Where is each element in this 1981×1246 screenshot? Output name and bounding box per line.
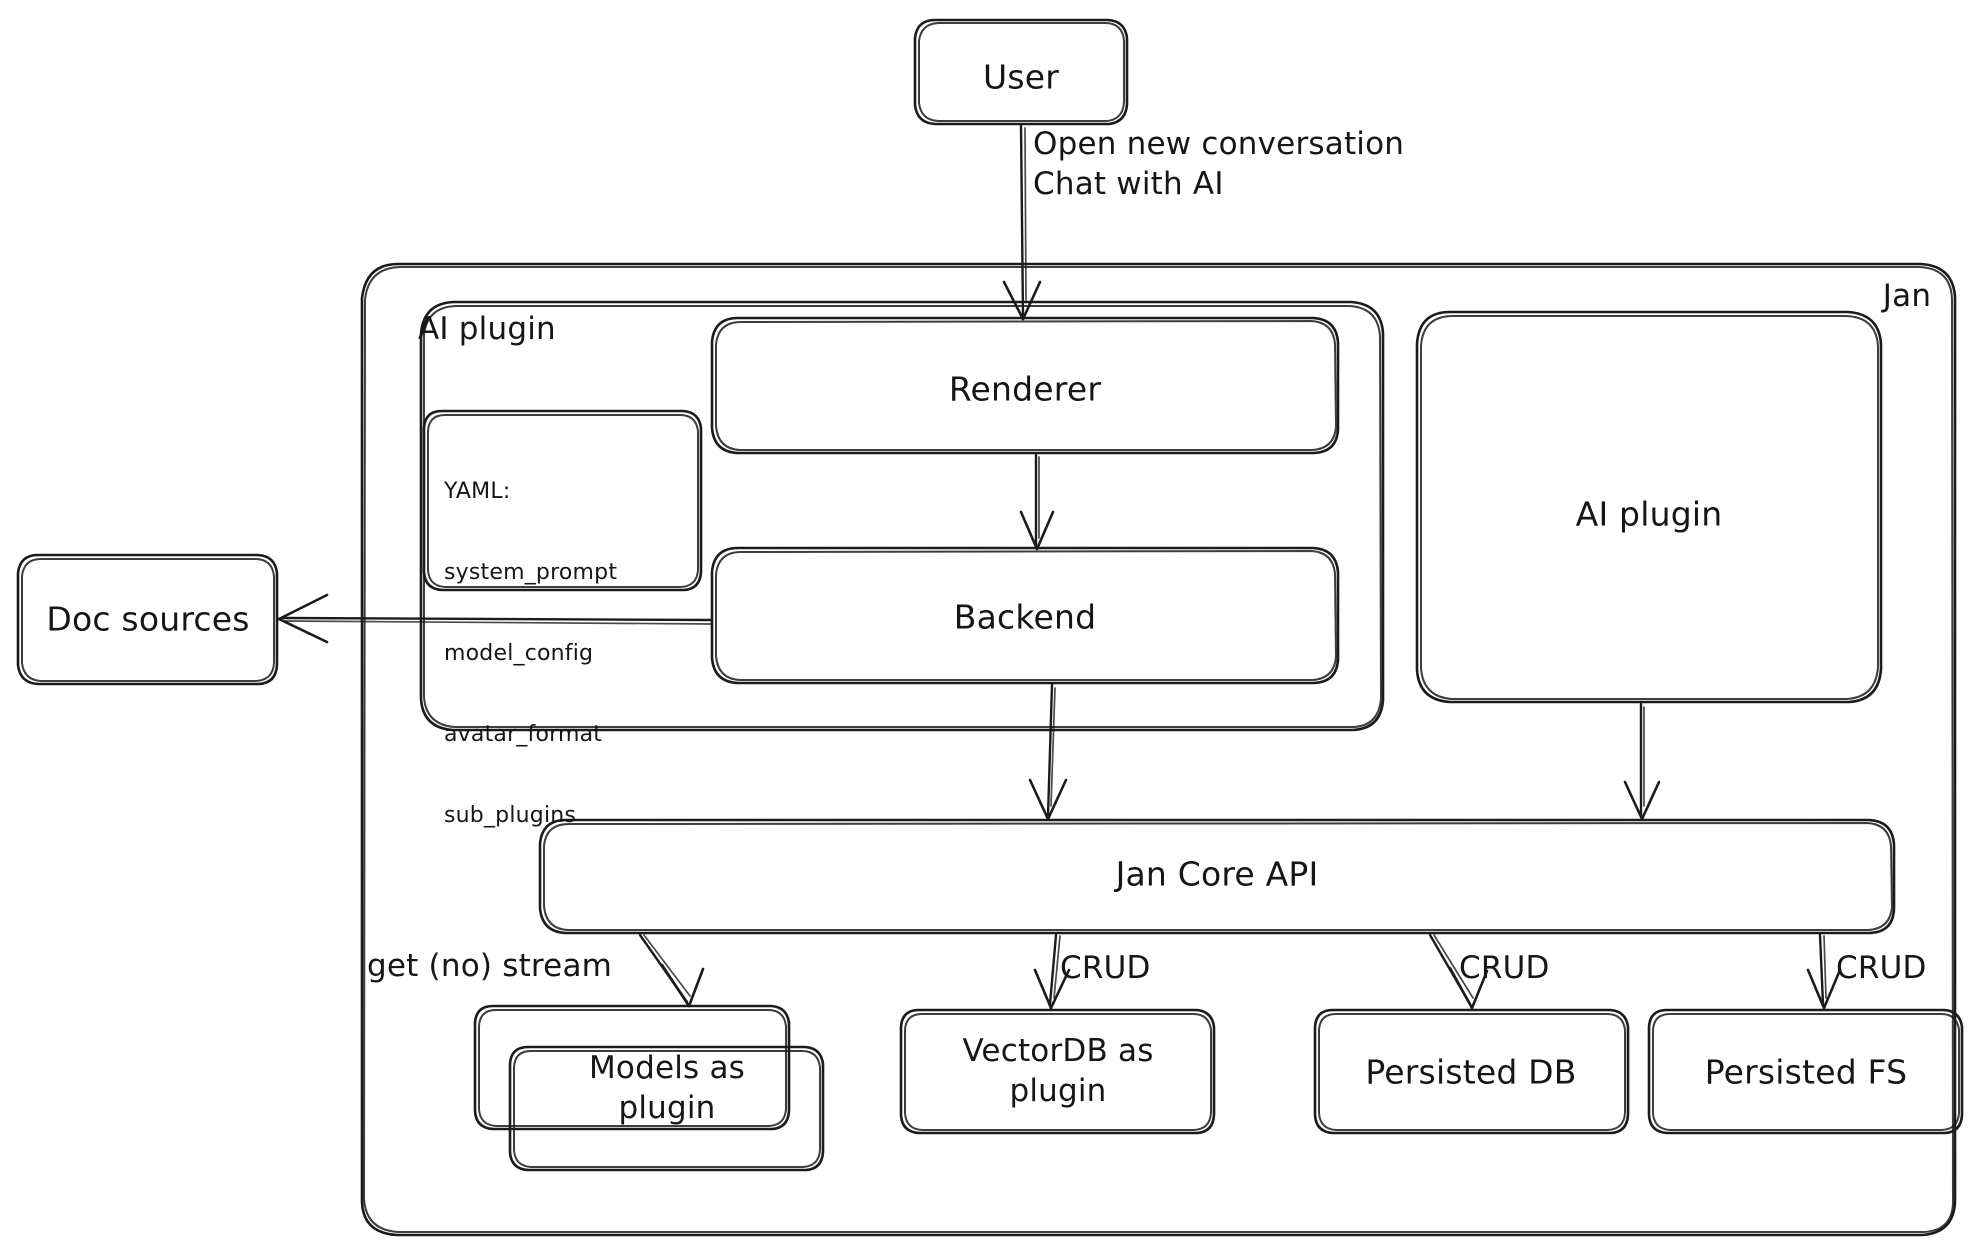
node-vectordb-plugin-shape[interactable] (899, 1008, 1216, 1135)
node-label-jan-core-api: Jan Core API (1115, 854, 1319, 894)
node-label-renderer: Renderer (948, 369, 1102, 409)
node-persisted-db-shape[interactable] (1313, 1008, 1630, 1135)
yaml-card-key-1: model_config (444, 641, 594, 666)
node-jan-core-api-shape[interactable] (538, 818, 1896, 935)
node-persisted-fs-shape[interactable] (1647, 1008, 1964, 1135)
edge-user-to-renderer (1002, 124, 1042, 321)
yaml-card-key-3: sub_plugins (444, 803, 577, 828)
edge-core-to-models-plugin (638, 933, 705, 1008)
node-label-doc-sources: Doc sources (46, 599, 250, 639)
group-label-ai-plugin: AI plugin (418, 311, 556, 347)
node-label-backend: Backend (953, 597, 1097, 637)
yaml-card-key-2: avatar_format (444, 722, 603, 747)
edge-label-open-new-conversation: Open new conversation Chat with AI (1033, 126, 1405, 202)
node-user-shape[interactable] (913, 18, 1129, 126)
node-label-vectordb-plugin: VectorDB as plugin (962, 1033, 1154, 1109)
edge-ai-plugin-to-jan-core-api (1623, 702, 1661, 821)
group-ai-plugin-outline (419, 300, 1385, 732)
edge-backend-to-doc-sources (277, 593, 714, 644)
yaml-card-heading: YAML: (444, 479, 511, 504)
group-label-jan: Jan (1882, 278, 1932, 314)
node-label-models-plugin: Models as plugin (588, 1050, 746, 1126)
node-models-plugin-shape[interactable] (473, 1004, 825, 1172)
yaml-card-text: YAML: system_prompt model_config avatar_… (444, 424, 617, 883)
node-label-persisted-fs: Persisted FS (1704, 1052, 1908, 1092)
node-label-persisted-db: Persisted DB (1365, 1052, 1577, 1092)
node-renderer-shape[interactable] (710, 316, 1340, 455)
group-jan-outline (360, 262, 1957, 1237)
edge-label-get-no-stream: get (no) stream (367, 948, 613, 984)
edge-label-crud-fs: CRUD (1836, 950, 1927, 986)
yaml-card-key-0: system_prompt (444, 560, 618, 585)
node-doc-sources-shape[interactable] (16, 553, 279, 686)
node-label-ai-plugin: AI plugin (1575, 494, 1723, 534)
edge-core-to-vectordb-plugin (1033, 933, 1071, 1010)
node-label-user: User (982, 57, 1060, 97)
edge-label-crud-vectordb: CRUD (1060, 950, 1151, 986)
edge-label-crud-db: CRUD (1459, 950, 1550, 986)
edge-core-to-persisted-db (1428, 933, 1489, 1010)
node-backend-shape[interactable] (710, 546, 1340, 685)
node-ai-plugin-shape[interactable] (1415, 310, 1883, 704)
edge-backend-to-jan-core-api (1028, 683, 1068, 821)
edge-core-to-persisted-fs (1806, 933, 1842, 1010)
edge-renderer-to-backend (1019, 453, 1055, 551)
node-yaml-card-shape (422, 409, 703, 592)
